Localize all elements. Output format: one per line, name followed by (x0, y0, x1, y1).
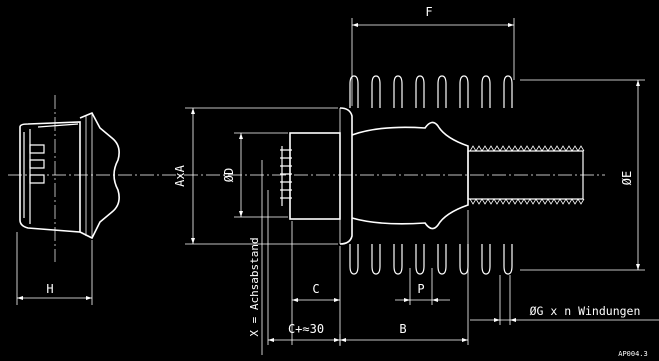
dim-axa (185, 107, 338, 245)
label-drawing-code: AP004.3 (618, 350, 648, 358)
coil-turn-top (503, 75, 513, 108)
coil-turn-bottom (437, 244, 447, 275)
terminal-pins (280, 149, 292, 199)
side-view (16, 95, 120, 305)
coil-turn-top (393, 75, 403, 108)
terminal-box (289, 132, 341, 220)
label-d: ØD (222, 168, 236, 182)
label-e: ØE (620, 171, 634, 185)
side-view-cap-inner (23, 123, 79, 224)
coil-turn-top (481, 75, 491, 108)
side-view-cap (19, 121, 81, 233)
resistance-coils (349, 75, 513, 275)
dim-c (291, 221, 341, 345)
dim-b (268, 210, 469, 346)
dim-f (351, 18, 515, 106)
label-f: F (425, 5, 432, 19)
label-b: B (399, 322, 406, 336)
coil-turn-bottom (503, 244, 513, 275)
coil-turn-top (459, 75, 469, 108)
side-view-terminals (29, 144, 45, 184)
label-c-plus-30: C+≈30 (288, 322, 324, 336)
stud-outline (467, 150, 584, 200)
coil-turn-bottom (371, 244, 381, 275)
coil-turn-top (437, 75, 447, 108)
label-g-windungen: ØG x n Windungen (530, 304, 641, 318)
label-h: H (46, 282, 53, 296)
coil-turn-top (349, 75, 359, 108)
stud-thread-bottom (469, 198, 585, 205)
dim-p (395, 268, 450, 305)
coil-turn-bottom (459, 244, 469, 275)
body-outline (351, 121, 469, 230)
label-x-achsabstand: X = Achsabstand (248, 237, 261, 336)
ceramic-body (339, 107, 469, 245)
coil-turn-bottom (481, 244, 491, 275)
label-axa: AxA (173, 164, 187, 186)
body-front-flange (339, 107, 353, 245)
side-view-flange (79, 111, 120, 240)
label-c: C (312, 282, 319, 296)
coil-turn-bottom (349, 244, 359, 275)
dim-e (520, 79, 645, 271)
side-view-flange-lines (85, 113, 93, 238)
threaded-stud (467, 145, 585, 205)
coil-turn-top (415, 75, 425, 108)
terminal-block (280, 132, 341, 220)
dim-d (234, 132, 288, 218)
coil-turn-bottom (415, 244, 425, 275)
coil-turn-top (371, 75, 381, 108)
dim-g (470, 275, 659, 325)
coil-turn-bottom (393, 244, 403, 275)
stud-thread-top (469, 145, 585, 152)
dim-x (261, 160, 269, 355)
label-p: P (417, 282, 424, 296)
